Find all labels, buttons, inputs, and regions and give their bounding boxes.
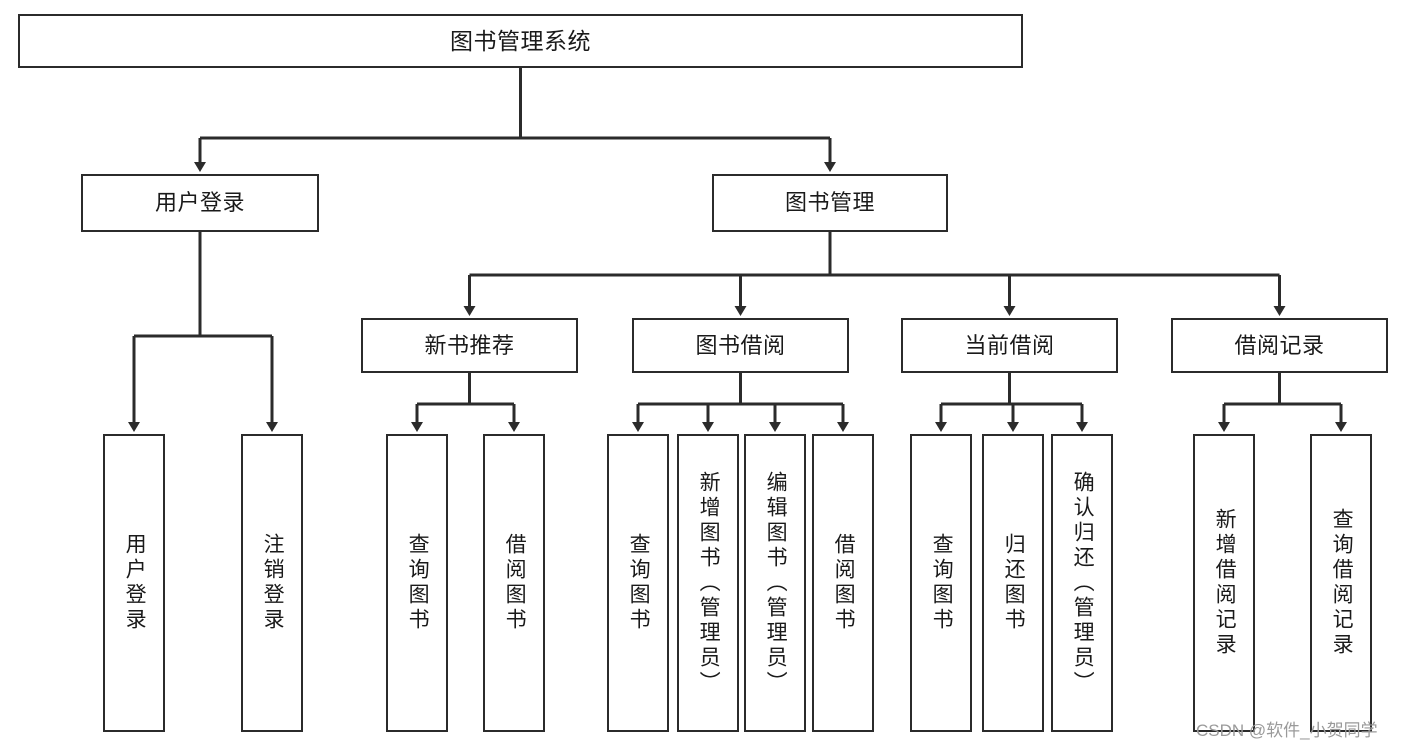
node-label-bw-add: 新增图书（管理员）	[697, 470, 721, 696]
node-label-nb-borrow: 借阅图书	[503, 533, 527, 633]
node-bw-edit[interactable]: 编辑图书（管理员）	[744, 434, 806, 732]
node-cb-return[interactable]: 归还图书	[982, 434, 1044, 732]
node-label-bw-query: 查询图书	[627, 533, 651, 633]
node-label-borrow: 图书借阅	[695, 332, 786, 358]
node-label-login-out: 注销登录	[261, 533, 285, 633]
node-label-root: 图书管理系统	[450, 27, 591, 54]
watermark-label: CSDN @软件_小贺同学	[1196, 721, 1378, 740]
node-label-bw-edit: 编辑图书（管理员）	[764, 470, 788, 696]
node-records[interactable]: 借阅记录	[1171, 318, 1388, 373]
node-label-records: 借阅记录	[1234, 332, 1325, 358]
node-label-cb-return: 归还图书	[1002, 533, 1026, 633]
node-cb-query[interactable]: 查询图书	[910, 434, 972, 732]
node-label-login: 用户登录	[154, 190, 245, 216]
node-cb-confirm[interactable]: 确认归还（管理员）	[1051, 434, 1113, 732]
node-label-rc-add: 新增借阅记录	[1213, 508, 1237, 658]
node-label-rc-query: 查询借阅记录	[1330, 508, 1354, 658]
node-label-cb-query: 查询图书	[930, 533, 954, 633]
node-label-bw-lend: 借阅图书	[832, 533, 856, 633]
node-bw-query[interactable]: 查询图书	[607, 434, 669, 732]
node-label-newbook: 新书推荐	[424, 332, 515, 358]
node-bw-add[interactable]: 新增图书（管理员）	[677, 434, 739, 732]
node-borrow[interactable]: 图书借阅	[632, 318, 849, 373]
node-bookmgmt[interactable]: 图书管理	[712, 174, 948, 232]
node-nb-query[interactable]: 查询图书	[386, 434, 448, 732]
node-rc-query[interactable]: 查询借阅记录	[1310, 434, 1372, 732]
node-root[interactable]: 图书管理系统	[18, 14, 1023, 68]
node-login-out[interactable]: 注销登录	[241, 434, 303, 732]
node-label-login-in: 用户登录	[123, 533, 147, 633]
node-label-current: 当前借阅	[964, 332, 1055, 358]
node-newbook[interactable]: 新书推荐	[361, 318, 578, 373]
node-current[interactable]: 当前借阅	[901, 318, 1118, 373]
node-label-cb-confirm: 确认归还（管理员）	[1071, 470, 1095, 696]
node-label-bookmgmt: 图书管理	[784, 190, 875, 216]
node-rc-add[interactable]: 新增借阅记录	[1193, 434, 1255, 732]
node-login[interactable]: 用户登录	[81, 174, 319, 232]
node-login-in[interactable]: 用户登录	[103, 434, 165, 732]
node-label-nb-query: 查询图书	[406, 533, 430, 633]
node-nb-borrow[interactable]: 借阅图书	[483, 434, 545, 732]
node-bw-lend[interactable]: 借阅图书	[812, 434, 874, 732]
